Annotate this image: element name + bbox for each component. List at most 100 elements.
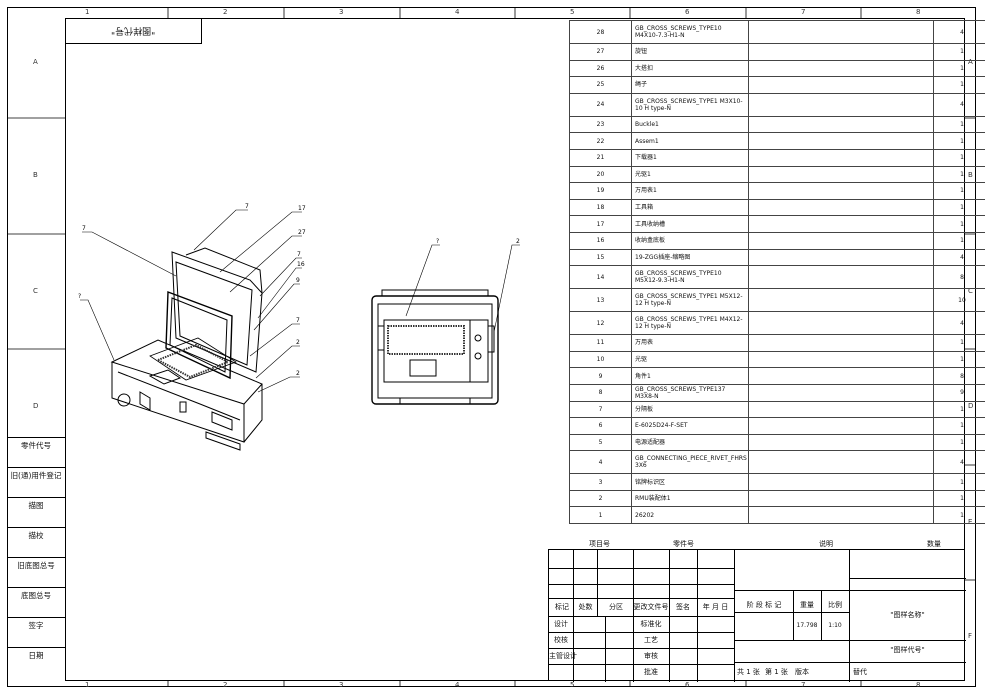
bom-cell-desc [748,417,934,435]
bom-cell-no: 18 [569,198,632,217]
bom-cell-desc [748,248,934,267]
bom-cell-desc [748,165,934,184]
callout-label: 2 [296,339,300,346]
tb-sheet-no: 第 1 张 [765,668,788,676]
bom-cell-qty: 1 [933,182,985,200]
bom-cell-qty: 1 [933,43,985,61]
zone-label: 2 [223,681,228,689]
bom-cell-qty: 1 [933,148,985,167]
tb-count: 处数 [578,603,593,611]
bom-cell-part: GB_CROSS_SCREWS_TYPE137 M3X8-N [631,383,749,402]
callout-label: ? [78,293,81,300]
bom-cell-part: GB_CROSS_SCREWS_TYPE10 M4X10-7.3-H1-N [631,20,749,44]
tb-drawing-name: "图样名称" [890,611,925,619]
bom-cell-no: 27 [569,43,632,61]
bom-cell-desc [748,473,934,491]
bom-cell-no: 23 [569,115,632,134]
zone-label: 8 [916,8,921,16]
zone-label: 6 [685,681,690,689]
bom-cell-part: 万用表 [631,334,749,352]
callout-label: 7 [296,317,300,324]
bom-cell-desc [748,182,934,200]
bom-cell-qty: 9 [933,383,985,402]
bom-cell-no: 25 [569,76,632,94]
bom-cell-desc [748,288,934,313]
bom-cell-qty: 1 [933,76,985,94]
tb-check: 校核 [554,636,568,644]
bom-cell-part: 大搭扣 [631,59,749,78]
bom-cell-part: 19-ZGG插座-缩略图 [631,248,749,267]
bom-cell-desc [748,450,934,475]
zone-label: 5 [570,681,575,689]
callout-label: 17 [298,205,306,212]
bom-cell-desc [748,311,934,336]
bom-cell-qty: 8 [933,367,985,385]
bom-cell-desc [748,198,934,217]
strip-cell: 旧底图总号 [7,557,65,587]
zone-labels-bottom: 1 2 3 4 5 6 7 8 [65,681,965,690]
tb-review: 审核 [644,652,658,660]
bom-cell-part: 电源适配器 [631,433,749,452]
bom-cell-part: GB_CROSS_SCREWS_TYPE1 M5X12-12 H type-N [631,288,749,313]
bom-cell-part: GB_CONNECTING_PIECE_RIVET_FHRS 3X6 [631,450,749,475]
bom-cell-no: 1 [569,506,632,525]
bom-cell-no: 10 [569,350,632,369]
bom-cell-part: Buckle1 [631,115,749,134]
bom-cell-part: 铭牌标识区 [631,473,749,491]
bom-cell-part: Assem1 [631,132,749,150]
zone-label: 3 [339,8,344,16]
bom-cell-no: 3 [569,473,632,491]
rotated-drawing-code-box: "图样代号" [65,18,202,44]
tb-scale-label: 比例 [828,601,842,609]
tb-zone: 分区 [609,603,623,611]
bom-cell-desc [748,76,934,94]
bom-cell-qty: 10 [933,288,985,313]
bom-cell-desc [748,433,934,452]
bom-cell-qty: 1 [933,506,985,525]
callout-label: 2 [516,238,520,245]
bom-cell-qty: 4 [933,248,985,267]
bom-cell-no: 8 [569,383,632,402]
strip-cell: 签字 [7,617,65,647]
bom-cell-part: GB_CROSS_SCREWS_TYPE1 M4X12-12 H type-N [631,311,749,336]
bom-cell-no: 24 [569,92,632,117]
bom-cell-desc [748,506,934,525]
bom-cell-desc [748,148,934,167]
tb-replace: 替代 [853,668,867,676]
bom-cell-desc [748,20,934,44]
bom-cell-part: E-6025D24-F-SET [631,417,749,435]
bom-cell-desc [748,59,934,78]
bom-cell-no: 20 [569,165,632,184]
strip-cell: 描图 [7,497,65,527]
zone-label: 7 [801,681,806,689]
bom-cell-no: 4 [569,450,632,475]
bom-cell-desc [748,350,934,369]
bom-cell-qty: 1 [933,132,985,150]
strip-cell: 旧(通)用件登记 [7,467,65,497]
bom-cell-no: 21 [569,148,632,167]
strip-cell: 零件代号 [7,437,65,467]
tb-stage: 阶 段 标 记 [746,601,782,609]
bom-cell-part: 光驱1 [631,165,749,184]
zone-label: 1 [85,8,90,16]
bom-cell-qty: 4 [933,92,985,117]
bom-cell-part: 26202 [631,506,749,525]
zone-labels-top: 1 2 3 4 5 6 7 8 [65,8,965,17]
strip-cell: 底图总号 [7,587,65,617]
bom-cell-part: GB_CROSS_SCREWS_TYPE1 M3X10-10 H type-N [631,92,749,117]
bom-cell-part: 角件1 [631,367,749,385]
bom-cell-part: 绳子 [631,76,749,94]
